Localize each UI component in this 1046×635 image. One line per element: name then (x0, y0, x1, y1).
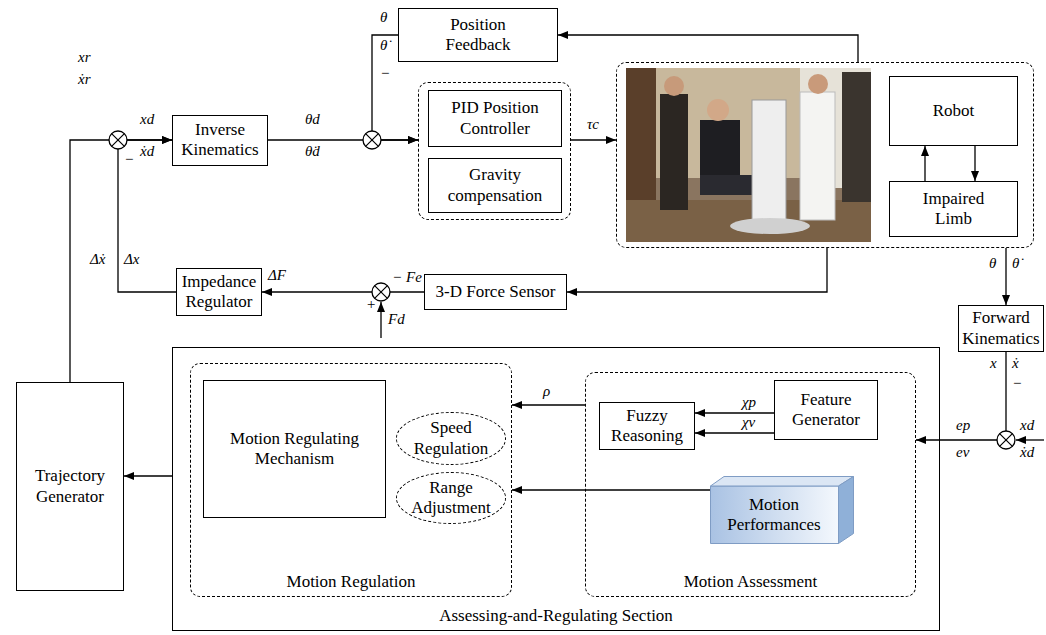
process-box: Trajectory Generator (16, 382, 124, 591)
process-box: Motion Regulating Mechanism (203, 380, 386, 518)
process-box: Robot (889, 76, 1018, 146)
signal-label: xd (1020, 418, 1034, 433)
signal-arrow (262, 291, 424, 292)
signal-label: xr (78, 50, 91, 65)
summing-junction (997, 431, 1015, 449)
box-label: Impaired Limb (914, 189, 994, 229)
box-label: Forward Kinematics (962, 308, 1040, 348)
signal-arrow (118, 140, 176, 292)
box-label: Gravity compensation (432, 165, 558, 205)
box-label: 3-D Force Sensor (436, 282, 556, 302)
sign-label: − (380, 66, 390, 81)
signal-arrow (924, 146, 925, 181)
process-box: Position Feedback (398, 8, 558, 62)
signal-arrow (567, 248, 827, 292)
process-box: Inverse Kinematics (172, 115, 268, 166)
box-label: Robot (933, 101, 975, 121)
dashed-group: PID Position ControllerGravity compensat… (418, 82, 571, 220)
box-label: Impedance Regulator (180, 272, 258, 312)
block-face: Motion Performances (710, 486, 838, 544)
function-oval: Speed Regulation (396, 412, 506, 465)
section-frame: Assessing-and-Regulating Section Motion R… (172, 347, 940, 631)
signal-label: Δx (124, 252, 139, 267)
signal-label: θ̇d (305, 144, 320, 159)
signal-label: ẋ (1012, 356, 1019, 371)
box-label: Range Adjustment (403, 478, 499, 518)
signal-arrow (571, 139, 616, 140)
signal-arrow (70, 140, 172, 382)
signal-label: xd (140, 112, 154, 127)
process-box: PID Position Controller (428, 90, 562, 147)
signal-label: ẋd (140, 144, 154, 159)
group-heading: Motion Assessment (684, 572, 818, 592)
signal-label: χv (742, 415, 755, 430)
sign-label: − (1012, 376, 1022, 391)
box-label: Motion Performances (719, 495, 829, 535)
edge-label: τc (586, 117, 600, 132)
sign-label: + (366, 297, 376, 312)
box-label: Speed Regulation (403, 418, 499, 458)
process-box: Feature Generator (774, 380, 878, 440)
process-box: Forward Kinematics (958, 305, 1044, 352)
process-box: Gravity compensation (428, 158, 562, 213)
summing-junction (109, 131, 127, 149)
process-box: Fuzzy Reasoning (599, 402, 695, 450)
signal-label: ẋr (78, 72, 91, 87)
signal-label: Fe (406, 270, 422, 285)
signal-label: Fd (388, 312, 405, 327)
dashed-group: Motion Regulation Motion Regulating Mecha… (190, 363, 512, 597)
data-block-3d: Motion Performances (710, 476, 854, 544)
signal-arrow (695, 412, 774, 413)
signal-arrow (512, 489, 710, 490)
summing-junction (363, 131, 381, 149)
signal-label: Δẋ (90, 252, 105, 267)
signal-arrow (974, 146, 975, 181)
signal-arrow (695, 432, 774, 433)
sign-label: − (392, 270, 402, 285)
box-label: PID Position Controller (432, 98, 558, 138)
signal-arrow (512, 404, 585, 405)
signal-label: ΔF (268, 268, 286, 283)
box-label: Feature Generator (778, 390, 874, 430)
signal-arrow (916, 352, 1006, 440)
box-label: Motion Regulating Mechanism (220, 429, 370, 469)
edge-label: ρ (542, 384, 551, 399)
signal-label: θ̇ (380, 38, 387, 53)
reference-motion-line (1016, 439, 1044, 440)
signal-label: ẋd (1020, 445, 1034, 460)
dashed-group: RobotImpaired Limb (616, 62, 1034, 248)
signal-arrow (124, 475, 172, 476)
signal-label: ep (956, 418, 970, 433)
box-label: Fuzzy Reasoning (603, 406, 691, 446)
function-oval: Range Adjustment (396, 472, 506, 524)
signal-label: x (990, 356, 997, 371)
rehab-photo (626, 68, 871, 242)
group-heading: Assessing-and-Regulating Section (439, 606, 673, 626)
signal-label: θd (305, 112, 320, 127)
process-box: Impaired Limb (889, 181, 1018, 237)
box-label: Position Feedback (433, 15, 523, 55)
signal-arrow (1005, 248, 1006, 305)
box-label: Trajectory Generator (20, 466, 120, 506)
signal-label: ev (956, 445, 969, 460)
process-box: Impedance Regulator (176, 268, 262, 316)
signal-label: θ (380, 10, 387, 25)
signal-label: χp (742, 395, 756, 410)
signal-label: θ̇ (1012, 256, 1019, 271)
reference-force-line (380, 302, 381, 338)
signal-arrow (558, 35, 858, 62)
group-heading: Motion Regulation (287, 572, 416, 592)
sign-label: − (124, 152, 134, 167)
process-box: 3-D Force Sensor (424, 274, 567, 310)
box-label: Inverse Kinematics (176, 120, 264, 160)
signal-label: θ (989, 256, 996, 271)
